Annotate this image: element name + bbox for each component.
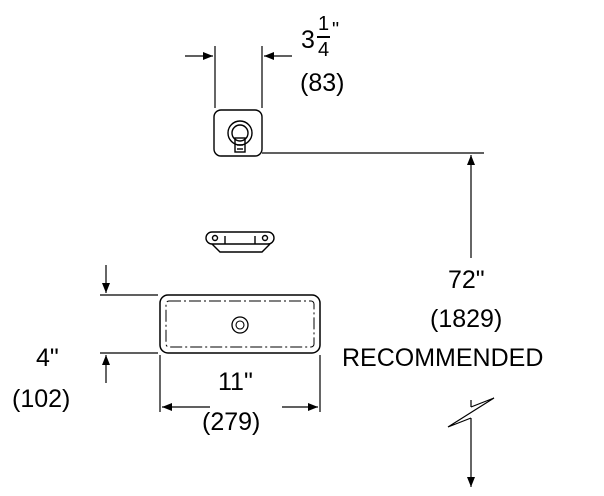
shower-head-icon	[213, 109, 263, 157]
fraction-whole: 3	[301, 26, 315, 54]
basin-width-dimension	[159, 355, 321, 412]
basin-width-metric: (279)	[202, 408, 261, 436]
shower-head-width-metric: (83)	[300, 69, 345, 97]
height-metric: (1829)	[430, 305, 503, 333]
basin-width-imperial: 11"	[218, 368, 253, 396]
mounting-bracket-icon	[205, 231, 275, 253]
fraction-unit: "	[332, 19, 340, 41]
basin-icon	[159, 294, 321, 354]
fraction-bar	[317, 36, 330, 38]
basin-depth-imperial: 4"	[36, 344, 59, 372]
basin-depth-metric: (102)	[12, 385, 71, 413]
fraction-numerator: 1	[318, 13, 330, 35]
shower-head-width-dimension	[185, 46, 292, 108]
height-note: RECOMMENDED	[342, 344, 544, 372]
fraction-denominator: 4	[318, 39, 330, 61]
shower-head-width-label: 3 1 4 "	[301, 14, 351, 64]
height-imperial: 72"	[448, 266, 485, 294]
basin-depth-dimension	[100, 265, 158, 383]
height-dimension	[262, 152, 495, 487]
